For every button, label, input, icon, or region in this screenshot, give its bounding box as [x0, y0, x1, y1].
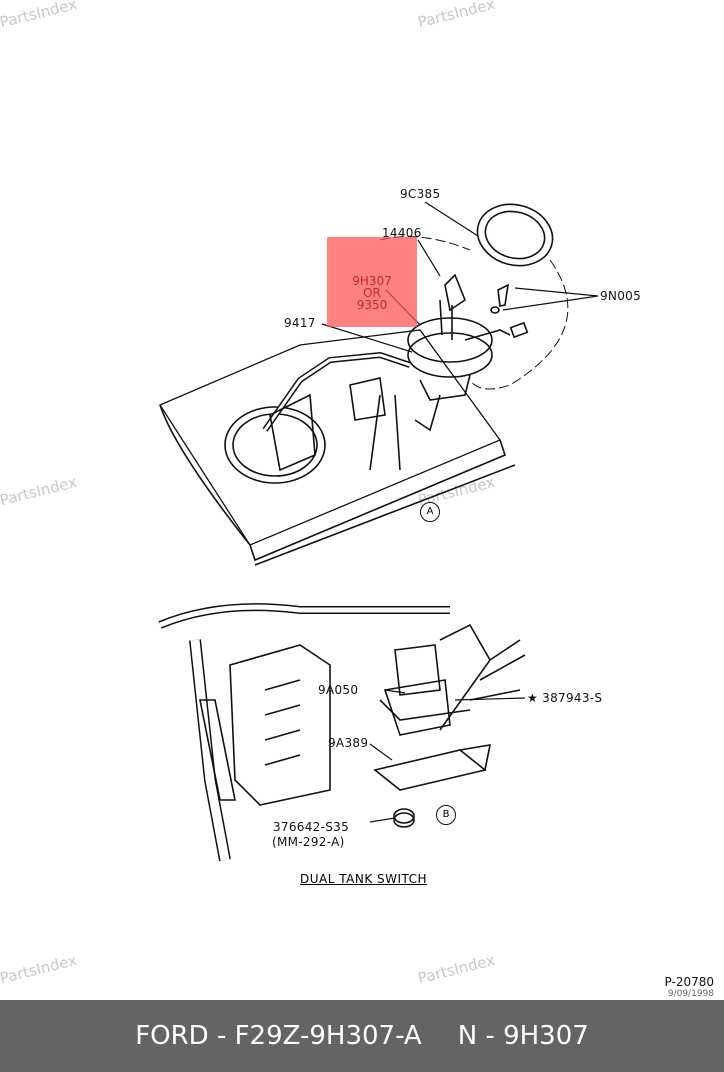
highlight-box [327, 237, 417, 327]
footer-base-number: N - 9H307 [457, 1021, 589, 1051]
highlight-label: 9H307 OR 9350 [327, 275, 417, 311]
footer-part-number: FORD - F29Z-9H307-A [135, 1021, 422, 1051]
page-date: 9/09/1998 [667, 989, 714, 999]
label-9c385: 9C385 [400, 187, 441, 201]
callout-b: B [436, 805, 456, 825]
parts-diagram [158, 201, 599, 862]
label-9a050: 9A050 [318, 683, 359, 697]
highlight-line: 9H307 [352, 274, 392, 288]
label-9a389: 9A389 [328, 736, 369, 750]
label-14406: 14406 [382, 226, 422, 240]
diagram-caption: DUAL TANK SWITCH [300, 872, 428, 886]
fuel-tank-drawing [159, 329, 516, 566]
callout-a: A [420, 502, 440, 522]
highlight-line: 9350 [356, 298, 388, 312]
footer-bar: FORD - F29Z-9H307-A N - 9H307 [0, 1000, 724, 1072]
label-387943-s: ★ 387943-S [527, 691, 603, 705]
screw-washer-drawing [490, 283, 529, 339]
label-9417: 9417 [284, 316, 316, 330]
dual-tank-switch-drawing [158, 603, 526, 862]
label-mm-292-a: (MM-292-A) [272, 835, 345, 849]
highlight-line: OR [363, 286, 381, 300]
label-9n005: 9N005 [600, 289, 642, 303]
page-id: P-20780 9/09/1998 [664, 975, 714, 1000]
label-376642-s35: 376642-S35 [273, 820, 350, 834]
page-number: P-20780 [664, 975, 714, 989]
lock-ring-drawing [476, 203, 554, 267]
